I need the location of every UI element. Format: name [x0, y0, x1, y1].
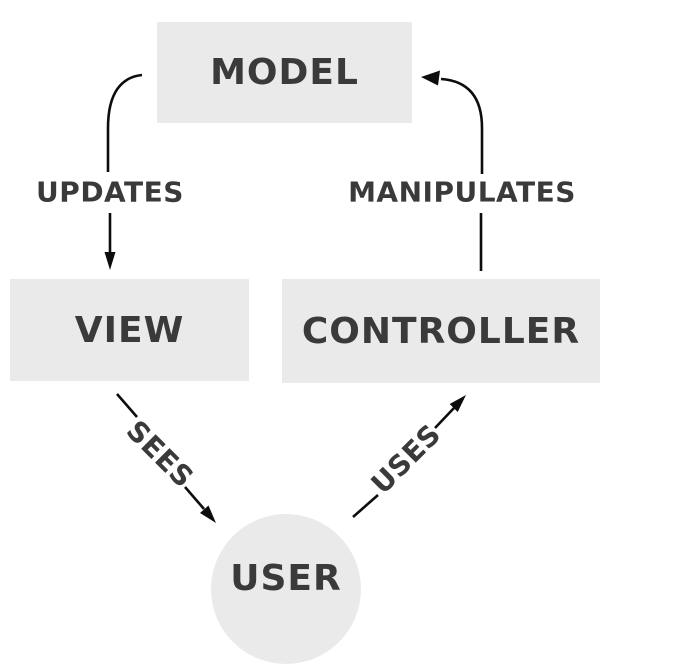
user-node: USER — [211, 514, 361, 664]
model-node: MODEL — [157, 22, 412, 123]
controller-node: CONTROLLER — [282, 279, 600, 383]
user-node-label: USER — [230, 557, 342, 599]
model-node-label: MODEL — [210, 52, 359, 93]
controller-to-model-arrow — [421, 70, 484, 271]
view-node: VIEW — [10, 279, 249, 381]
uses-edge-label: USES — [364, 417, 448, 501]
view-node-label: VIEW — [74, 309, 185, 351]
sees-edge-label: SEES — [119, 413, 201, 495]
manipulates-edge-label: MANIPULATES — [348, 175, 576, 209]
updates-edge-label: UPDATES — [36, 175, 184, 209]
controller-node-label: CONTROLLER — [301, 310, 581, 352]
model-to-view-arrow — [104, 73, 143, 270]
